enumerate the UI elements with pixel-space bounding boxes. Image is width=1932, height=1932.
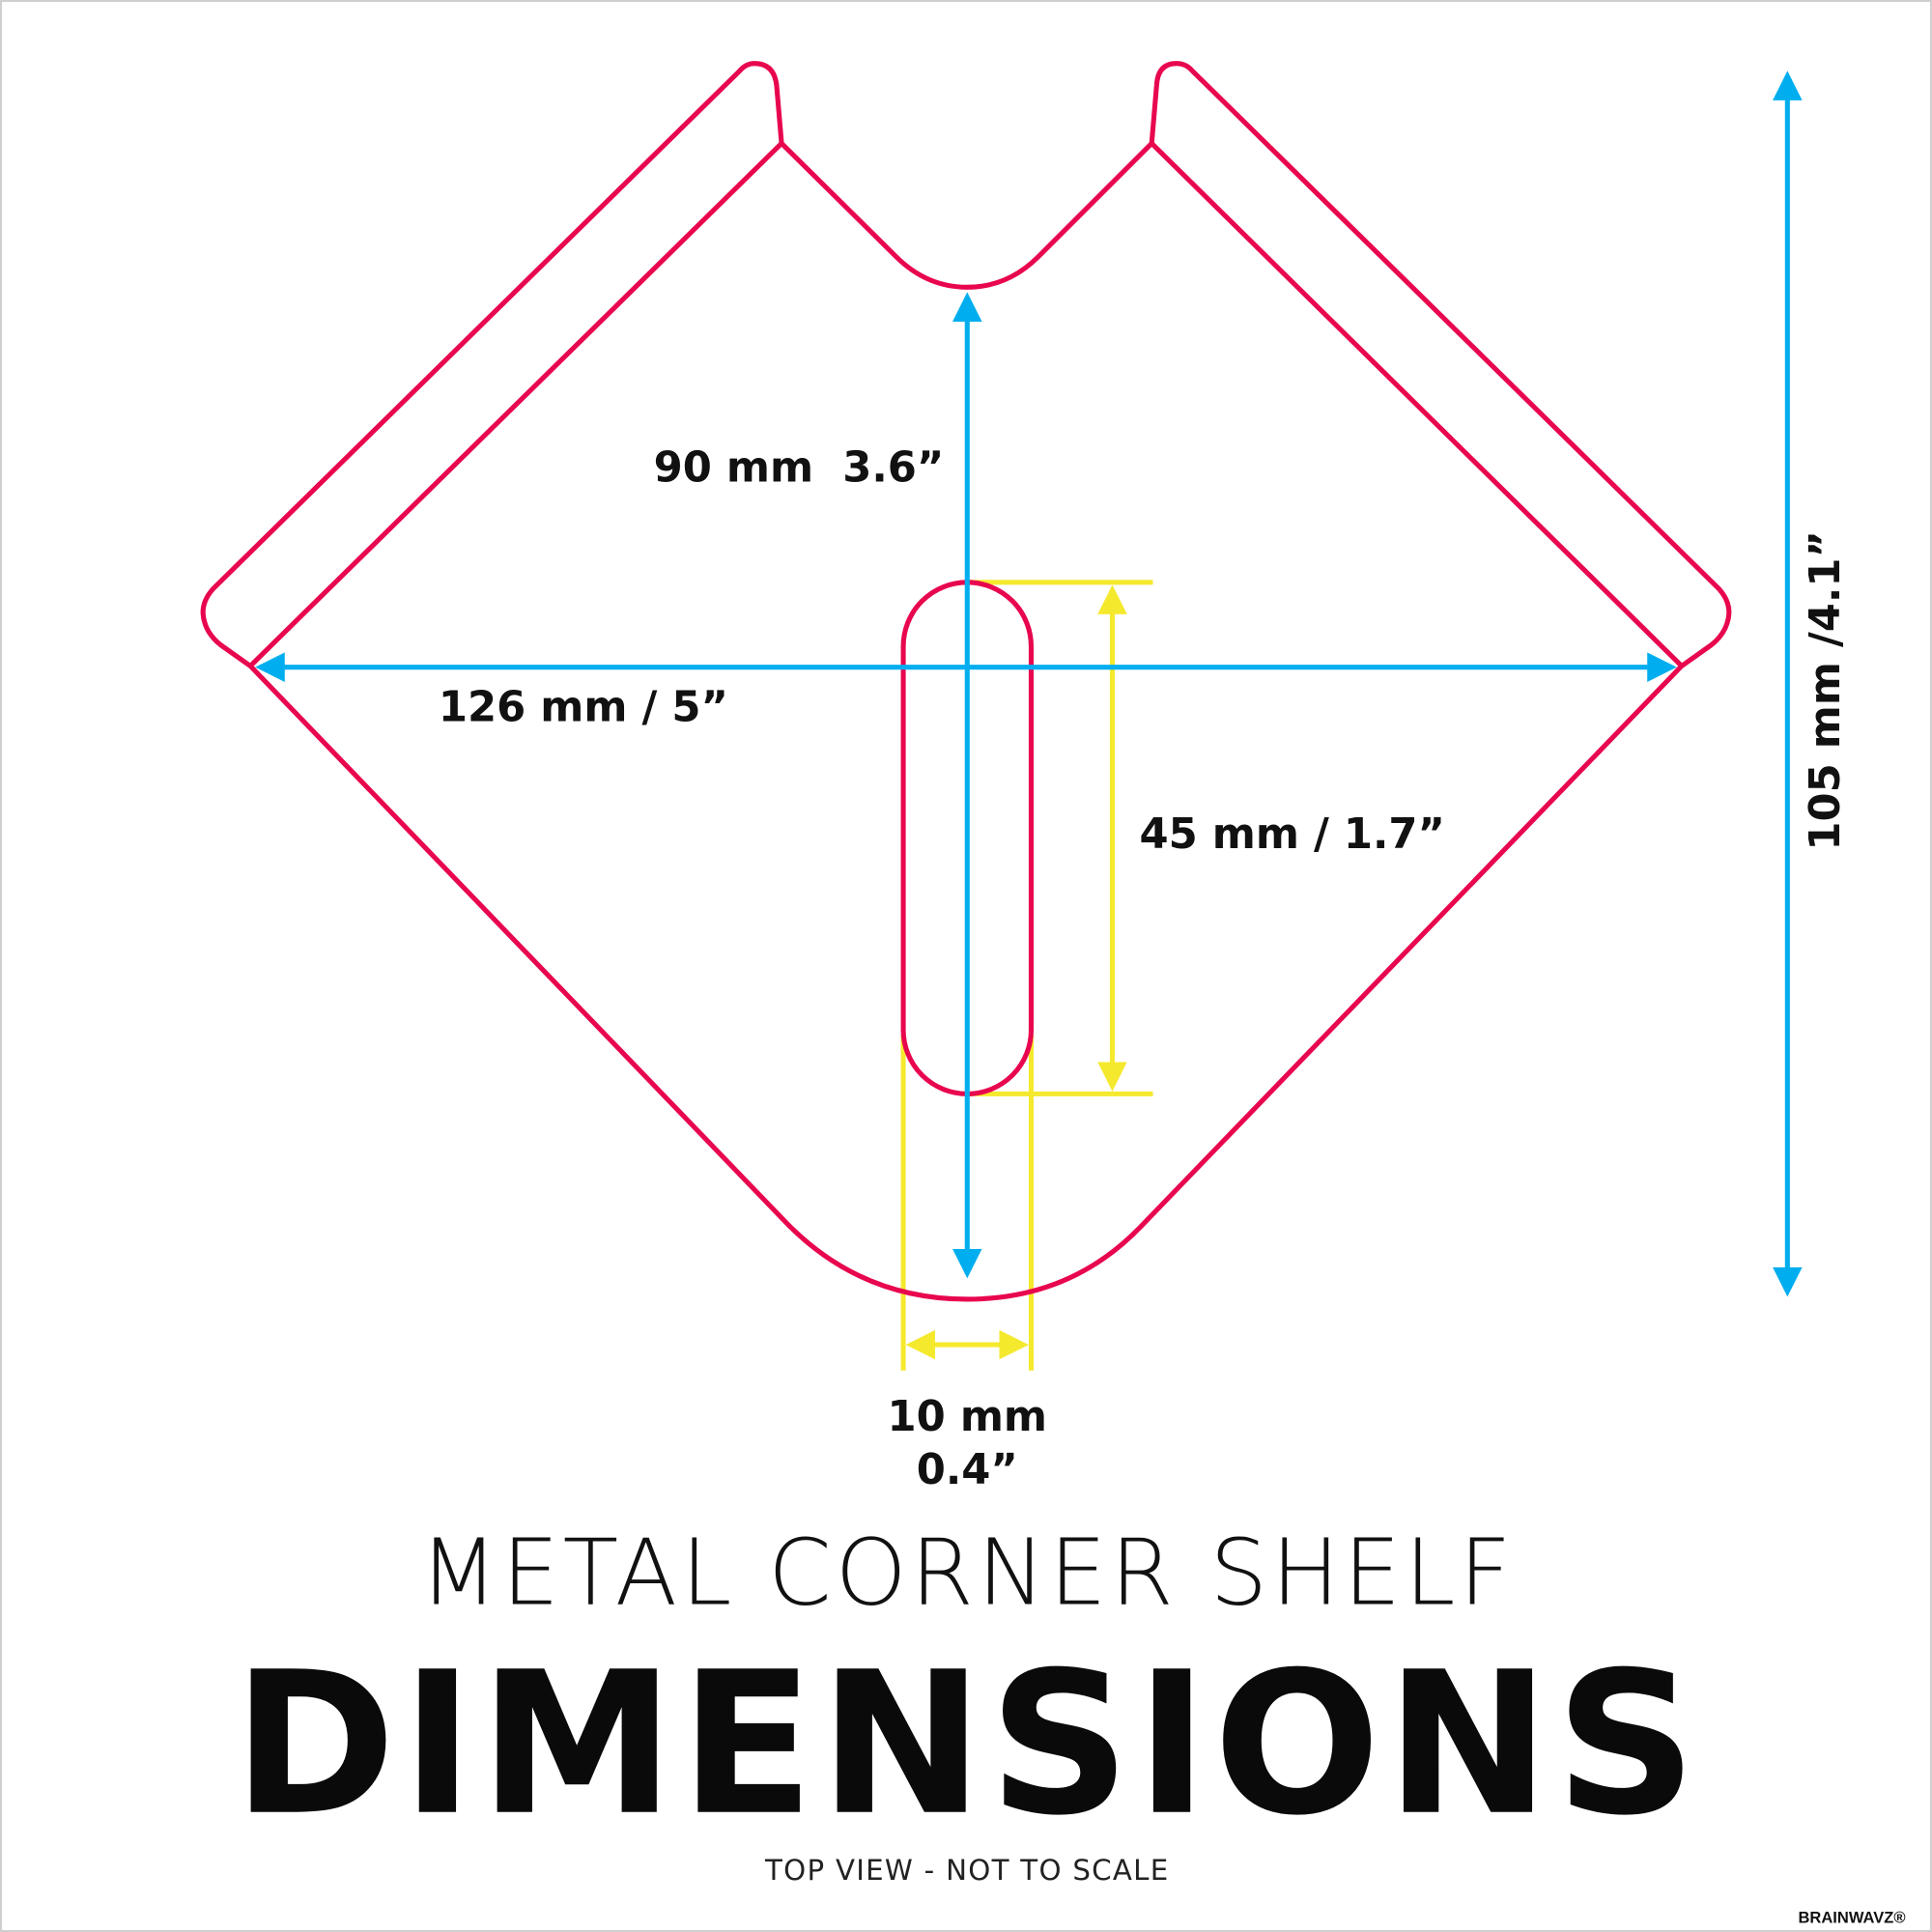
scale-note: TOP VIEW - NOT TO SCALE <box>764 1854 1170 1887</box>
slot-width-in-label: 0.4” <box>917 1446 1018 1494</box>
main-dimension-lines <box>255 71 1803 1297</box>
depth-label: 90 mm 3.6” <box>654 443 945 492</box>
overall-height-label: 105 mm /4.1” <box>1802 530 1850 850</box>
slot-width-mm-label: 10 mm <box>888 1393 1047 1441</box>
slot-length-label: 45 mm / 1.7” <box>1139 810 1444 859</box>
brand-logo: BRAINWAVZ® <box>1798 1908 1905 1926</box>
width-label: 126 mm / 5” <box>439 684 728 732</box>
title-line2: DIMENSIONS <box>233 1631 1702 1860</box>
title-line1: METAL CORNER SHELF <box>419 1521 1515 1627</box>
